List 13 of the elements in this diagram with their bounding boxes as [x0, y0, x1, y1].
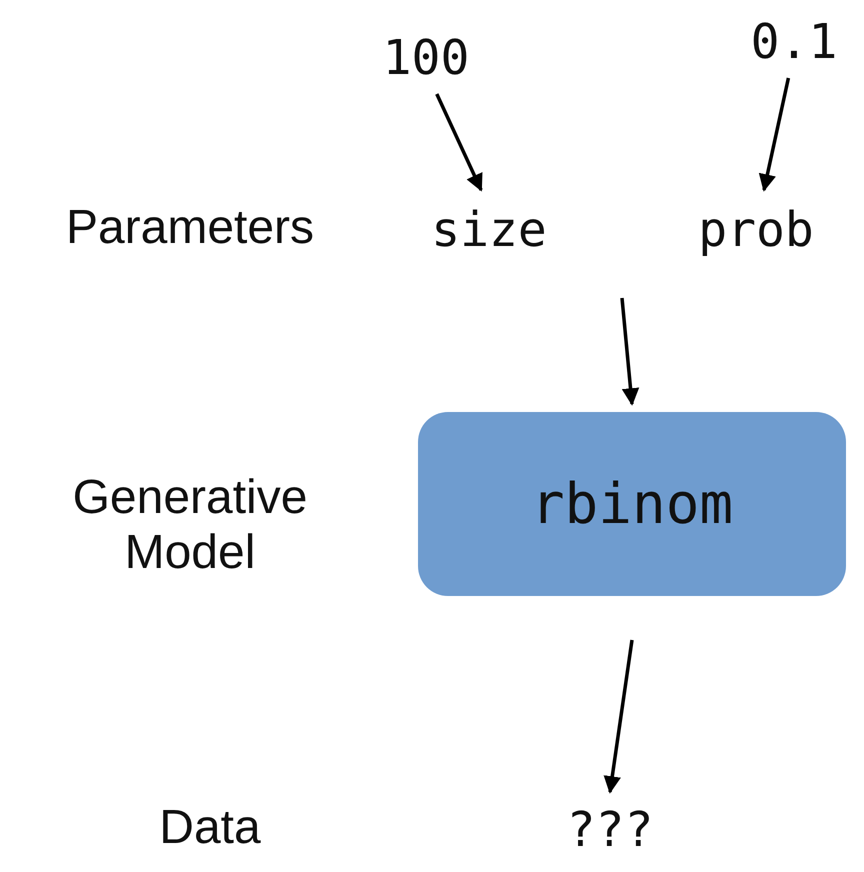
arrow	[435, 93, 483, 192]
row-label: Generative Model	[72, 470, 308, 580]
variable-text: ???	[552, 800, 668, 860]
variable-text: 100	[372, 28, 480, 88]
variable-text: prob	[676, 198, 836, 262]
arrow	[758, 78, 790, 192]
variable-text: 0.1	[738, 12, 850, 72]
variable-text: size	[410, 198, 568, 262]
row-label: Data	[158, 800, 262, 856]
row-label: Parameters	[64, 200, 316, 256]
arrow	[604, 640, 634, 794]
arrow	[620, 298, 640, 406]
process-box: rbinom	[418, 412, 846, 596]
